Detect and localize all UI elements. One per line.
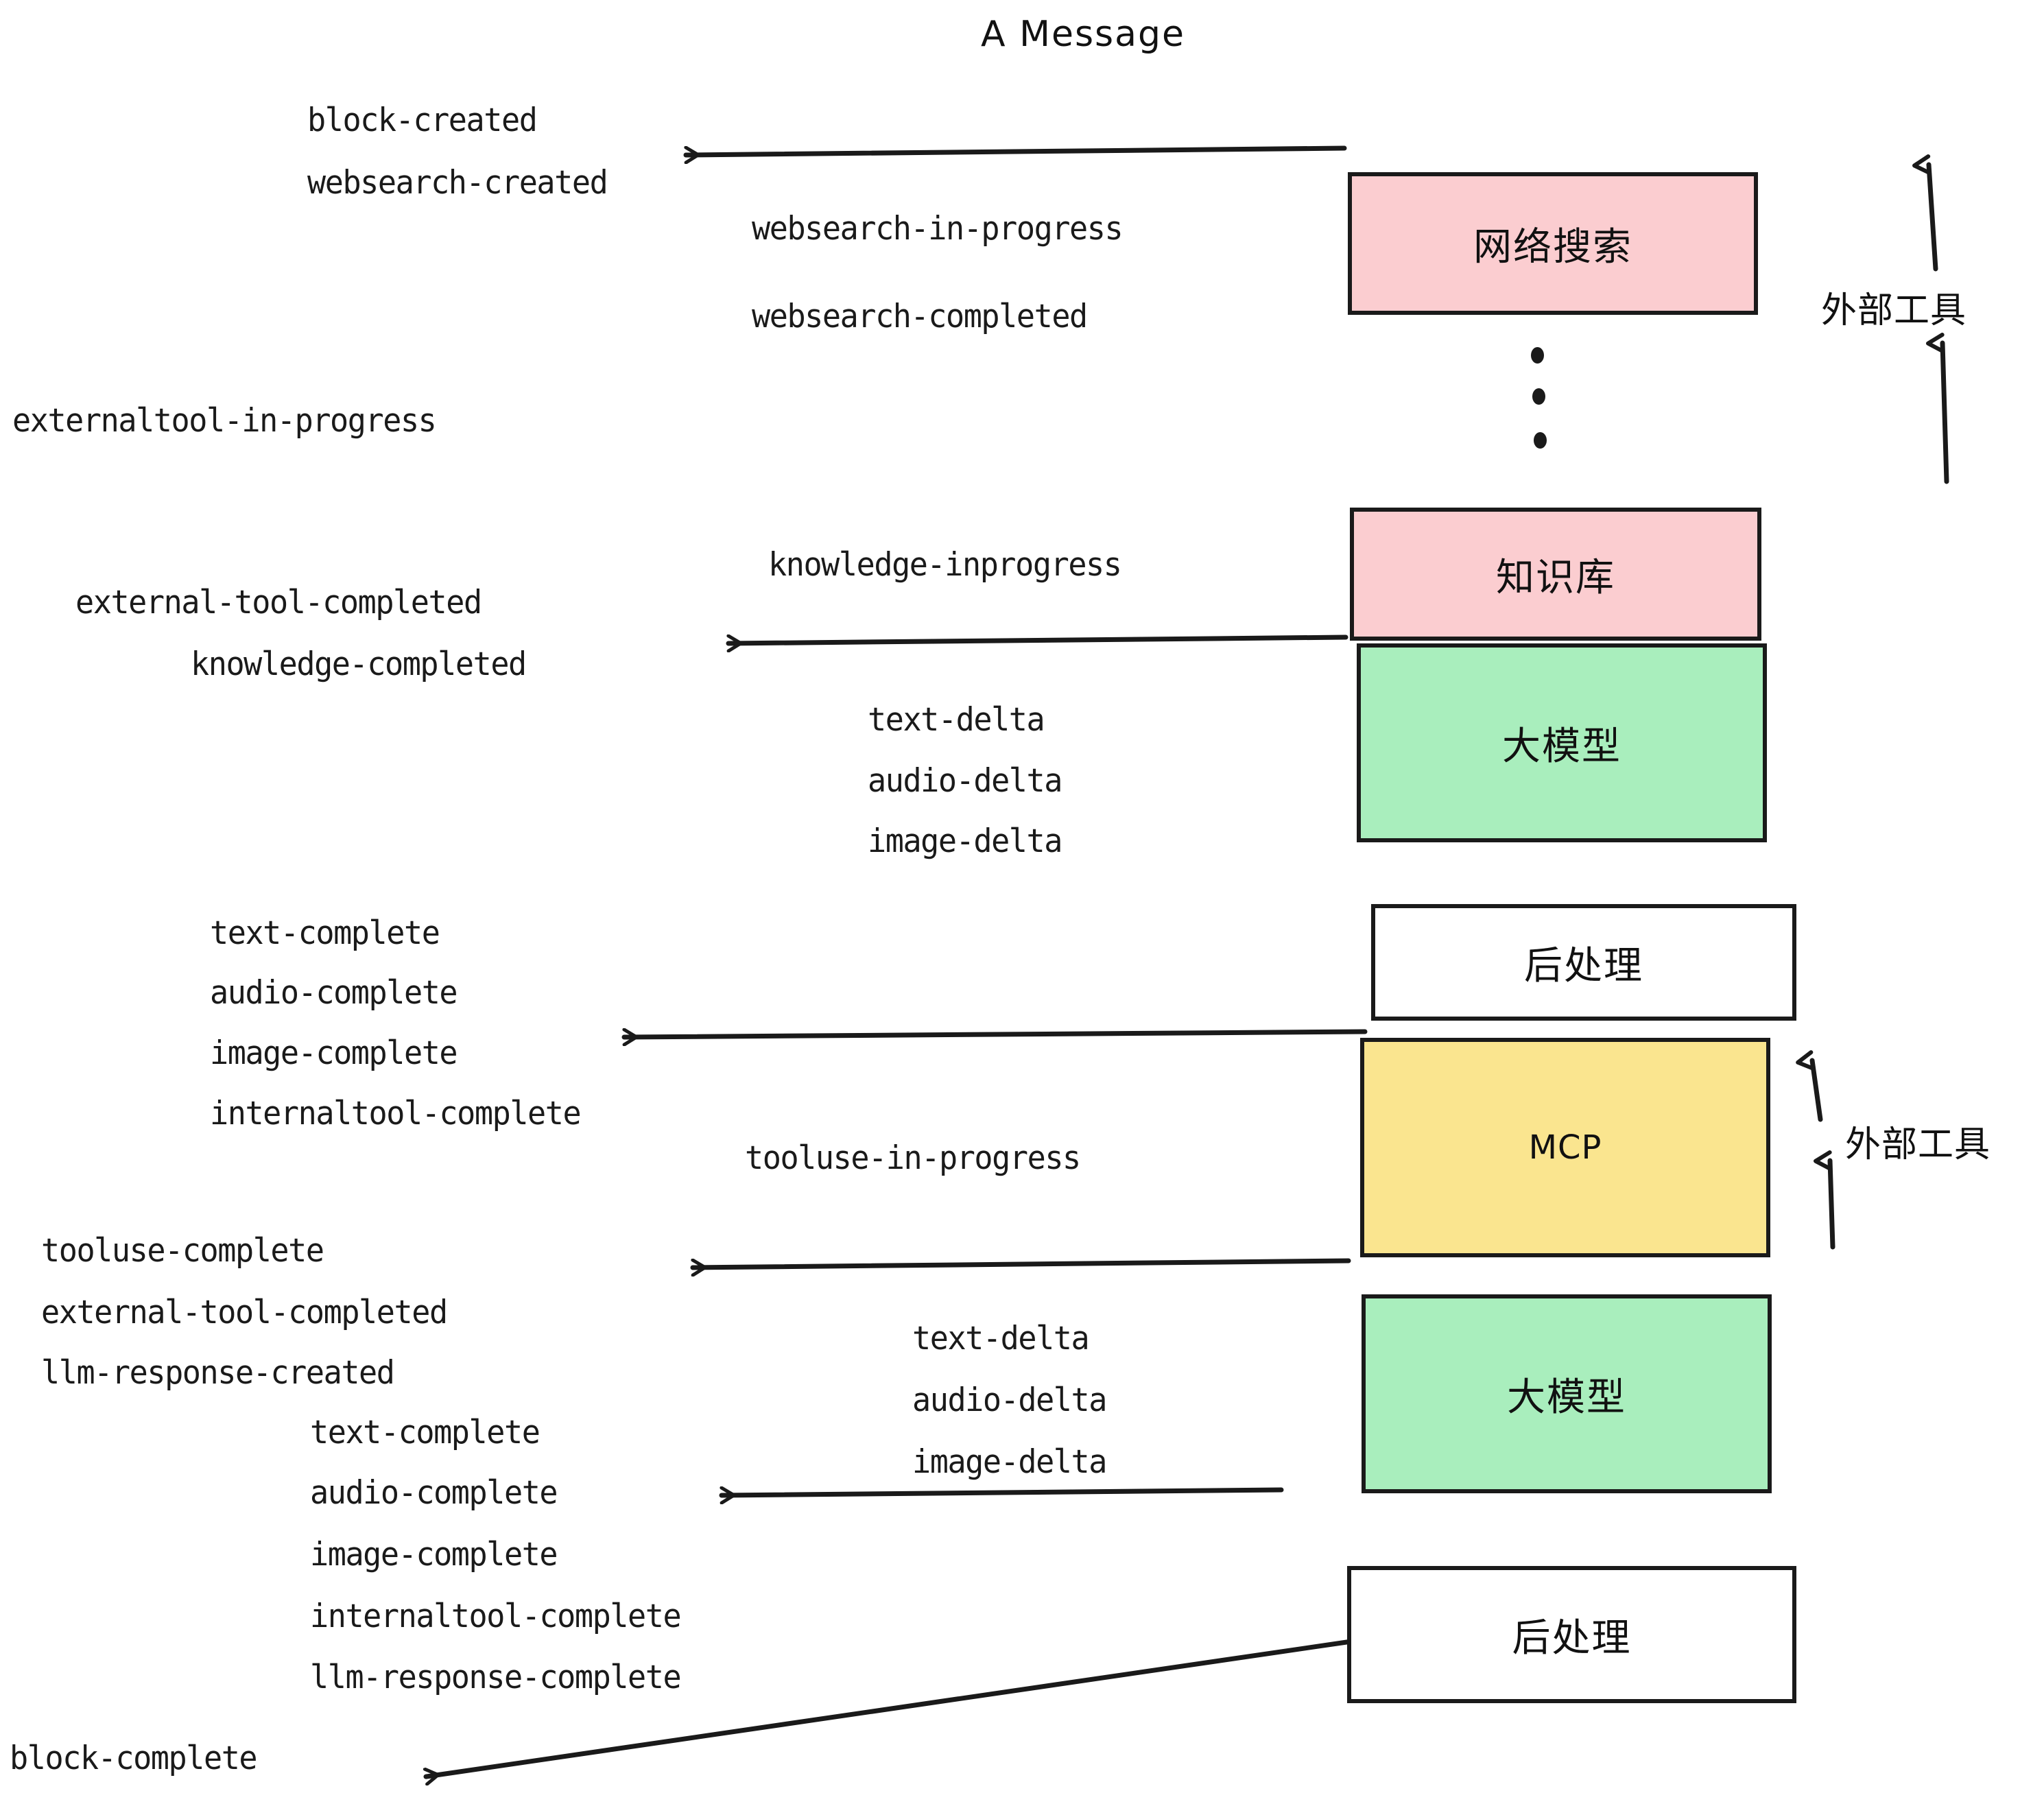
event-image-complete-2: image-complete [310, 1536, 558, 1574]
node-mcp-label: MCP [1528, 1128, 1602, 1167]
ellipsis-dot [1534, 432, 1547, 449]
arrow-external-tools-top-down [1926, 333, 1949, 484]
arrow-external-tools-bottom-down [1814, 1150, 1835, 1250]
node-llm-2[interactable]: 大模型 [1362, 1294, 1772, 1493]
ellipsis-dot [1531, 347, 1544, 364]
node-mcp[interactable]: MCP [1360, 1038, 1770, 1257]
event-audio-complete-2: audio-complete [310, 1474, 558, 1512]
arrow-block-created [683, 145, 1347, 155]
group-label-external-tools-top: 外部工具 [1821, 290, 1967, 331]
ellipsis-dot [1532, 388, 1545, 405]
event-tooluse-in-progress: tooluse-in-progress [745, 1139, 1081, 1177]
event-audio-complete-1: audio-complete [210, 974, 458, 1012]
event-block-created: block-created [307, 102, 538, 139]
arrow-knowledge-completed [726, 637, 1348, 643]
event-text-delta-2: text-delta [912, 1320, 1090, 1357]
event-text-complete-1: text-complete [210, 914, 440, 952]
node-websearch-label: 网络搜索 [1473, 224, 1632, 270]
event-audio-delta-2: audio-delta [912, 1381, 1107, 1419]
event-websearch-created: websearch-created [307, 164, 608, 202]
arrow-external-tools-bottom-up [1796, 1050, 1823, 1122]
event-image-complete-1: image-complete [210, 1034, 458, 1072]
node-postprocess-2-label: 后处理 [1512, 1615, 1632, 1661]
event-internaltool-complete-1: internaltool-complete [210, 1095, 582, 1132]
node-websearch[interactable]: 网络搜索 [1348, 172, 1758, 315]
node-llm-1[interactable]: 大模型 [1357, 643, 1767, 842]
arrow-image-complete-1 [621, 1032, 1368, 1037]
node-postprocess-1[interactable]: 后处理 [1371, 904, 1796, 1021]
event-tooluse-complete: tooluse-complete [41, 1232, 324, 1270]
event-websearch-completed: websearch-completed [752, 298, 1088, 335]
event-image-delta-2: image-delta [912, 1443, 1107, 1481]
event-externaltool-in-progress: externaltool-in-progress [12, 402, 437, 440]
arrow-external-tools-top-up [1912, 154, 1938, 272]
event-websearch-in-progress: websearch-in-progress [752, 210, 1124, 248]
node-postprocess-1-label: 后处理 [1524, 943, 1643, 988]
event-image-delta-1: image-delta [868, 822, 1062, 860]
event-external-tool-completed-2: external-tool-completed [41, 1294, 448, 1331]
event-llm-response-complete: llm-response-complete [310, 1659, 682, 1696]
node-knowledge[interactable]: 知识库 [1350, 508, 1761, 641]
node-llm-2-label: 大模型 [1507, 1375, 1626, 1420]
arrow-audio-complete-2 [719, 1490, 1284, 1495]
event-internaltool-complete-2: internaltool-complete [310, 1598, 682, 1635]
node-postprocess-2[interactable]: 后处理 [1347, 1566, 1796, 1703]
diagram-title: A Message [981, 14, 1186, 55]
event-block-complete: block-complete [10, 1740, 258, 1777]
event-knowledge-completed: knowledge-completed [191, 645, 527, 683]
event-llm-response-created: llm-response-created [41, 1354, 395, 1392]
event-text-delta-1: text-delta [868, 701, 1045, 739]
event-audio-delta-1: audio-delta [868, 762, 1062, 800]
event-text-complete-2: text-complete [310, 1414, 540, 1451]
group-label-external-tools-bottom: 外部工具 [1845, 1124, 1991, 1165]
event-knowledge-inprogress: knowledge-inprogress [768, 546, 1122, 584]
arrow-tooluse-complete [690, 1258, 1351, 1268]
node-knowledge-label: 知识库 [1496, 555, 1615, 600]
event-external-tool-completed-1: external-tool-completed [75, 584, 482, 621]
node-llm-1-label: 大模型 [1502, 724, 1621, 769]
